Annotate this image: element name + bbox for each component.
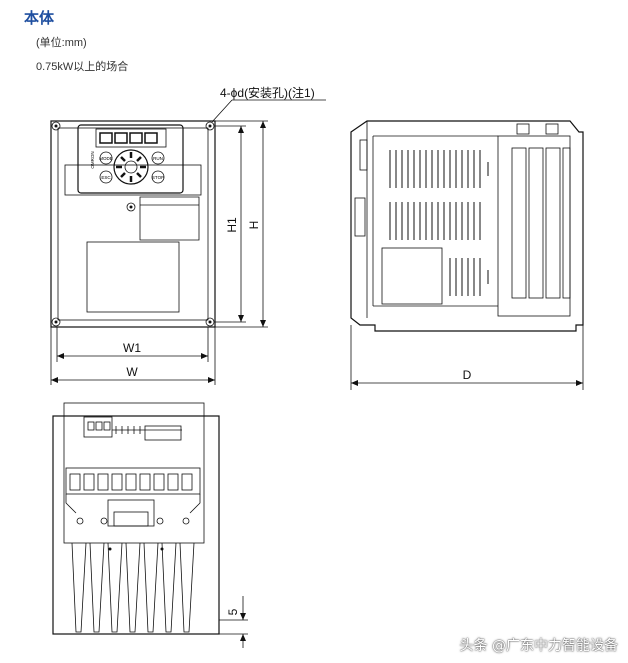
keypad-panel (77, 124, 184, 194)
front-dimensions: W1 W H1 H 4-ϕd(安装孔)(注1) (50, 85, 326, 385)
dim-h: H (247, 221, 261, 230)
dim-w1: W1 (123, 341, 141, 355)
dim-d: D (463, 368, 472, 382)
side-dimensions: D (350, 325, 584, 390)
brand-label: OMRON (90, 151, 95, 168)
hole-callout: 4-ϕd(安装孔)(注1) (220, 85, 315, 100)
jog-dial (113, 149, 149, 185)
bottom-dimensions: 5 (219, 596, 248, 648)
bottom-body-outline (52, 415, 220, 635)
dim-bottom-gap: 5 (226, 608, 240, 615)
front-body-outline (50, 120, 216, 328)
page-title: 本体 (24, 9, 55, 27)
side-body-outline (350, 120, 584, 332)
mode-key (99, 151, 113, 165)
mounting-hole (51, 121, 215, 327)
svg-text:RUN: RUN (153, 156, 163, 161)
svg-text:ESC: ESC (101, 175, 111, 180)
label-window (86, 241, 180, 313)
dim-w: W (126, 365, 138, 379)
side-label-area (381, 247, 443, 305)
stop-key (151, 170, 165, 184)
svg-text:MODE: MODE (99, 156, 113, 161)
front-view: MODE ESC RUN STOP OMRON (50, 120, 216, 328)
led-display (95, 128, 167, 148)
watermark: 头条 @广东中力智能设备 (459, 638, 618, 654)
scope-note: 0.75kW以上的场合 (36, 61, 129, 73)
side-view (350, 120, 584, 332)
bottom-view (52, 402, 220, 635)
run-key (151, 151, 165, 165)
esc-key (99, 170, 113, 184)
svg-text:STOP: STOP (152, 175, 164, 180)
terminal-block (65, 467, 201, 495)
unit-note: (单位:mm) (36, 37, 87, 49)
dim-h1: H1 (225, 217, 239, 233)
